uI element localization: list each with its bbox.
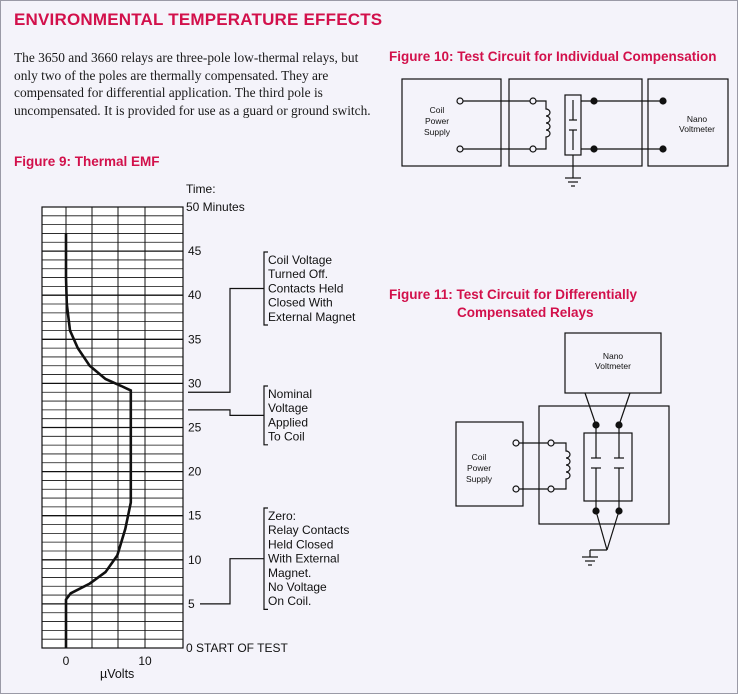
callout-line: Relay Contacts <box>268 523 349 537</box>
figure11-title-line2: Compensated Relays <box>457 305 594 320</box>
fig11-terminal <box>512 485 520 493</box>
callout-line: External Magnet <box>268 310 356 324</box>
y-tick-label: 25 <box>188 421 202 435</box>
fig11-relay-box <box>538 405 670 525</box>
y-tick-label: 5 <box>188 597 195 611</box>
page-title: ENVIRONMENTAL TEMPERATURE EFFECTS <box>14 10 383 29</box>
thermal-emf-curve <box>64 233 133 648</box>
figure10-circuit <box>401 78 729 187</box>
figure10-title: Figure 10: Test Circuit for Individual C… <box>389 49 717 64</box>
svg-text:Nano: Nano <box>687 114 708 124</box>
fig11-terminal <box>547 439 555 447</box>
fig11-voltmeter-box <box>564 332 662 394</box>
callout-line: Voltage <box>268 401 308 415</box>
fig10-junction <box>590 145 598 153</box>
x-tick-label: 0 <box>63 654 70 668</box>
thermal-emf-chart: 45 40 35 30 25 20 15 10 5 0 10 Time: 50 Minutes 0… <box>41 182 356 681</box>
svg-text:Coil: Coil <box>472 452 487 462</box>
y-tick-label: 40 <box>188 288 202 302</box>
intro-paragraph: The 3650 and 3660 relays are three-pole … <box>14 50 371 118</box>
fig11-coil-supply-box <box>455 421 524 507</box>
fig10-junction <box>590 97 598 105</box>
y-tick-label: 15 <box>188 509 202 523</box>
y-tick-label: 20 <box>188 465 202 479</box>
fig10-coil-label: Coil Power Supply <box>424 105 451 137</box>
fig11-coil-label: Coil Power Supply <box>466 452 493 484</box>
chart-grid <box>41 206 184 649</box>
figure11-circuit <box>455 332 670 566</box>
callout-line: Coil Voltage <box>268 253 332 267</box>
fig10-coil <box>536 100 551 150</box>
fig10-terminal <box>529 97 537 105</box>
callout-line: Applied <box>268 415 308 429</box>
fig10-coil-supply-box <box>401 78 502 167</box>
callout-line: Turned Off. <box>268 267 328 281</box>
callout-line: Zero: <box>268 509 296 523</box>
fig11-terminal <box>512 439 520 447</box>
callout-line: Closed With <box>268 296 333 310</box>
x-tick-labels: 0 10 <box>63 654 152 668</box>
fig10-nano-label: Nano Voltmeter <box>679 114 715 134</box>
time-label: Time: <box>186 182 216 196</box>
callout-line: To Coil <box>268 430 305 444</box>
svg-text:Nano: Nano <box>603 351 624 361</box>
fig10-junction <box>659 145 667 153</box>
svg-text:Supply: Supply <box>424 127 451 137</box>
callout-line: With External <box>268 552 339 566</box>
callout-line: No Voltage <box>268 580 327 594</box>
fig10-relay-box <box>508 78 643 167</box>
svg-text:Voltmeter: Voltmeter <box>679 124 715 134</box>
svg-text:Power: Power <box>467 463 491 473</box>
fig10-terminal <box>529 145 537 153</box>
fig10-terminal <box>456 145 464 153</box>
fig10-terminal <box>456 97 464 105</box>
callout-line: Nominal <box>268 387 312 401</box>
svg-text:Voltmeter: Voltmeter <box>595 361 631 371</box>
figure9-title: Figure 9: Thermal EMF <box>14 154 160 169</box>
fig11-nano-label: Nano Voltmeter <box>595 351 631 371</box>
y-tick-labels: 45 40 35 30 25 20 15 10 5 <box>188 244 202 611</box>
callout-line: Held Closed <box>268 537 333 551</box>
y-tick-label: 10 <box>188 553 202 567</box>
svg-text:Power: Power <box>425 116 449 126</box>
fig11-junction <box>592 421 600 429</box>
y-tick-label: 35 <box>188 332 202 346</box>
callout-line: Magnet. <box>268 566 311 580</box>
x-tick-label: 10 <box>138 654 152 668</box>
x-axis-label: µVolts <box>100 667 134 681</box>
start-of-test-label: 0 START OF TEST <box>186 641 288 655</box>
svg-text:Coil: Coil <box>430 105 445 115</box>
fig11-terminal <box>547 485 555 493</box>
fig11-relay-contacts <box>583 432 633 502</box>
callout-line: On Coil. <box>268 594 311 608</box>
time-max-label: 50 Minutes <box>186 200 245 214</box>
svg-text:Supply: Supply <box>466 474 493 484</box>
y-tick-label: 30 <box>188 376 202 390</box>
figure11-title-line1: Figure 11: Test Circuit for Differential… <box>389 287 638 302</box>
y-tick-label: 45 <box>188 244 202 258</box>
fig11-coil <box>554 442 571 490</box>
callout-line: Contacts Held <box>268 281 343 295</box>
fig10-voltmeter-box <box>647 78 729 167</box>
fig10-junction <box>659 97 667 105</box>
fig11-junction <box>615 421 623 429</box>
